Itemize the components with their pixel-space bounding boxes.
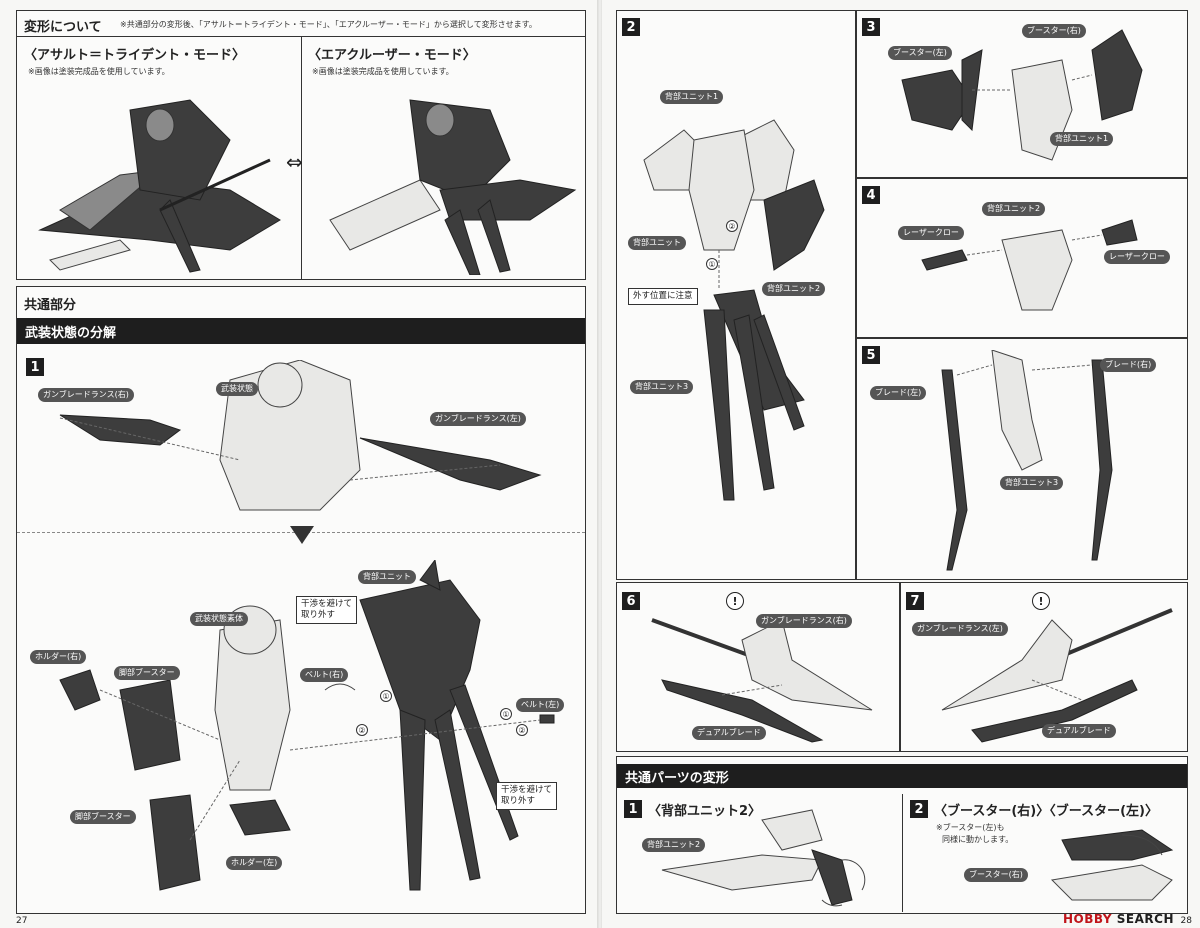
tag-back-unit: 背部ユニット: [358, 570, 416, 584]
tag-armed-body: 武装状態素体: [190, 612, 248, 626]
tag-back-unit-3-s5: 背部ユニット3: [1000, 476, 1064, 490]
avoid-note-2: 干渉を避けて 取り外す: [496, 782, 558, 810]
divider: [902, 794, 903, 912]
warning-icon: !: [726, 592, 744, 610]
assault-mode-photo: [38, 99, 281, 273]
tag-blade-r: ブレード(右): [1100, 358, 1157, 372]
avoid-note-1-line2: 取り外す: [301, 610, 336, 620]
tag-laser-claw-l: レーザークロー: [898, 226, 964, 240]
avoid-note-1: 干渉を避けて 取り外す: [296, 596, 358, 624]
tag-laser-claw-r: レーザークロー: [1104, 250, 1170, 264]
tag-back-unit-1-s3: 背部ユニット1: [1050, 132, 1114, 146]
logo-part-a: HOBBY: [1063, 912, 1113, 926]
transform-note: ※共通部分の変形後、「アサルト＝トライデント・モード」、「エアクルーザー・モード…: [120, 20, 537, 29]
tag-back-unit-2-parts: 背部ユニット2: [642, 838, 706, 852]
swap-arrow-icon: ⇔: [286, 150, 303, 174]
step-num-1: ①: [380, 690, 392, 702]
tag-back-unit-2: 背部ユニット2: [762, 282, 826, 296]
divider: [301, 36, 302, 280]
step-2-figure: [643, 119, 825, 501]
step-4-badge: 4: [862, 186, 880, 204]
tag-dual-blade-s6: デュアルブレード: [692, 726, 766, 740]
parts-step-2-title: 〈ブースター(右)〉〈ブースター(左)〉: [934, 804, 1158, 819]
step-5-figure: [941, 350, 1113, 571]
tag-gunblade-r-s6: ガンブレードランス(右): [756, 614, 852, 628]
tag-gunblade-l: ガンブレードランス(左): [430, 412, 526, 426]
step-5-badge: 5: [862, 346, 880, 364]
disassembled-parts-figure: [59, 560, 555, 891]
s2-num-2: ②: [726, 220, 738, 232]
tag-back-unit-1: 背部ユニット1: [660, 90, 724, 104]
avoid-note-1-line1: 干渉を避けて: [301, 599, 353, 609]
tag-booster-r: ブースター(右): [1022, 24, 1086, 38]
book-gutter: [597, 0, 603, 928]
parts-step-1-figure: [661, 809, 866, 907]
photo-note-b: ※画像は塗装完成品を使用しています。: [312, 67, 454, 76]
common-title: 共通部分: [24, 298, 77, 313]
step-num-2b: ②: [516, 724, 528, 736]
page-number-left: 27: [16, 916, 28, 926]
step-6-figure: [651, 618, 873, 743]
avoid-note-2-line1: 干渉を避けて: [501, 785, 553, 795]
parts-step-1-badge: 1: [624, 800, 642, 818]
tag-blade-l: ブレード(左): [870, 386, 927, 400]
tag-booster-l: ブースター(左): [888, 46, 952, 60]
parts-step-2-note2: 同様に動かします。: [942, 835, 1014, 844]
tag-armed: 武装状態: [216, 382, 258, 396]
step-7-badge: 7: [906, 592, 924, 610]
tag-belt-r: ベルト(右): [300, 668, 349, 682]
step-6-badge: 6: [622, 592, 640, 610]
tag-holder-r: ホルダー(右): [30, 650, 87, 664]
armed-state-figure: [59, 360, 542, 511]
step-num-1b: ①: [500, 708, 512, 720]
step-3-badge: 3: [862, 18, 880, 36]
warning-icon: !: [1032, 592, 1050, 610]
down-arrow-icon: [290, 526, 314, 544]
tag-back-unit: 背部ユニット: [628, 236, 686, 250]
s2-num-1: ①: [706, 258, 718, 270]
left-page: 変形について ※共通部分の変形後、「アサルト＝トライデント・モード」、「エアクル…: [0, 0, 598, 928]
tag-back-unit-3: 背部ユニット3: [630, 380, 694, 394]
tag-leg-booster-2: 脚部ブースター: [70, 810, 136, 824]
right-page: 2 背部ユニット1 ② 背部ユニット ① 背部ユニット2 外す位置に注意 背部ユ…: [602, 0, 1200, 928]
disassemble-bar: 武装状態の分解: [17, 318, 585, 344]
avoid-note-2-line2: 取り外す: [501, 796, 536, 806]
step-num-2: ②: [356, 724, 368, 736]
tag-gunblade-l-s7: ガンブレードランス(左): [912, 622, 1008, 636]
logo-part-b: SEARCH: [1112, 912, 1174, 926]
tag-dual-blade-s7: デュアルブレード: [1042, 724, 1116, 738]
parts-step-2-note1: ※ブースター(左)も: [936, 823, 1005, 832]
tag-leg-booster: 脚部ブースター: [114, 666, 180, 680]
page-number-right: 28: [1180, 916, 1192, 926]
step-1-badge: 1: [26, 358, 44, 376]
step-3-figure: [901, 29, 1143, 161]
caution-note: 外す位置に注意: [628, 288, 698, 305]
parts-step-1-title: 〈背部ユニット2〉: [648, 804, 762, 819]
tag-belt-l: ベルト(左): [516, 698, 565, 712]
mode-b-title: 〈エアクルーザー・モード〉: [308, 48, 476, 63]
step-4-figure: [921, 219, 1138, 311]
parts-step-2-badge: 2: [910, 800, 928, 818]
tag-holder-l: ホルダー(左): [226, 856, 283, 870]
step-7-figure: [941, 608, 1173, 743]
tag-gunblade-r: ガンブレードランス(右): [38, 388, 134, 402]
tag-back-unit-2-s4: 背部ユニット2: [982, 202, 1046, 216]
parts-step-2-figure: [1050, 829, 1174, 901]
cruiser-mode-photo: [329, 99, 577, 275]
step-2-badge: 2: [622, 18, 640, 36]
tag-booster-r-parts: ブースター(右): [964, 868, 1028, 882]
photo-note-a: ※画像は塗装完成品を使用しています。: [28, 67, 170, 76]
transform-title: 変形について: [24, 20, 102, 35]
parts-bar: 共通パーツの変形: [617, 764, 1187, 788]
hobby-search-logo: HOBBY SEARCH: [1063, 912, 1174, 926]
mode-a-title: 〈アサルト＝トライデント・モード〉: [24, 48, 246, 63]
